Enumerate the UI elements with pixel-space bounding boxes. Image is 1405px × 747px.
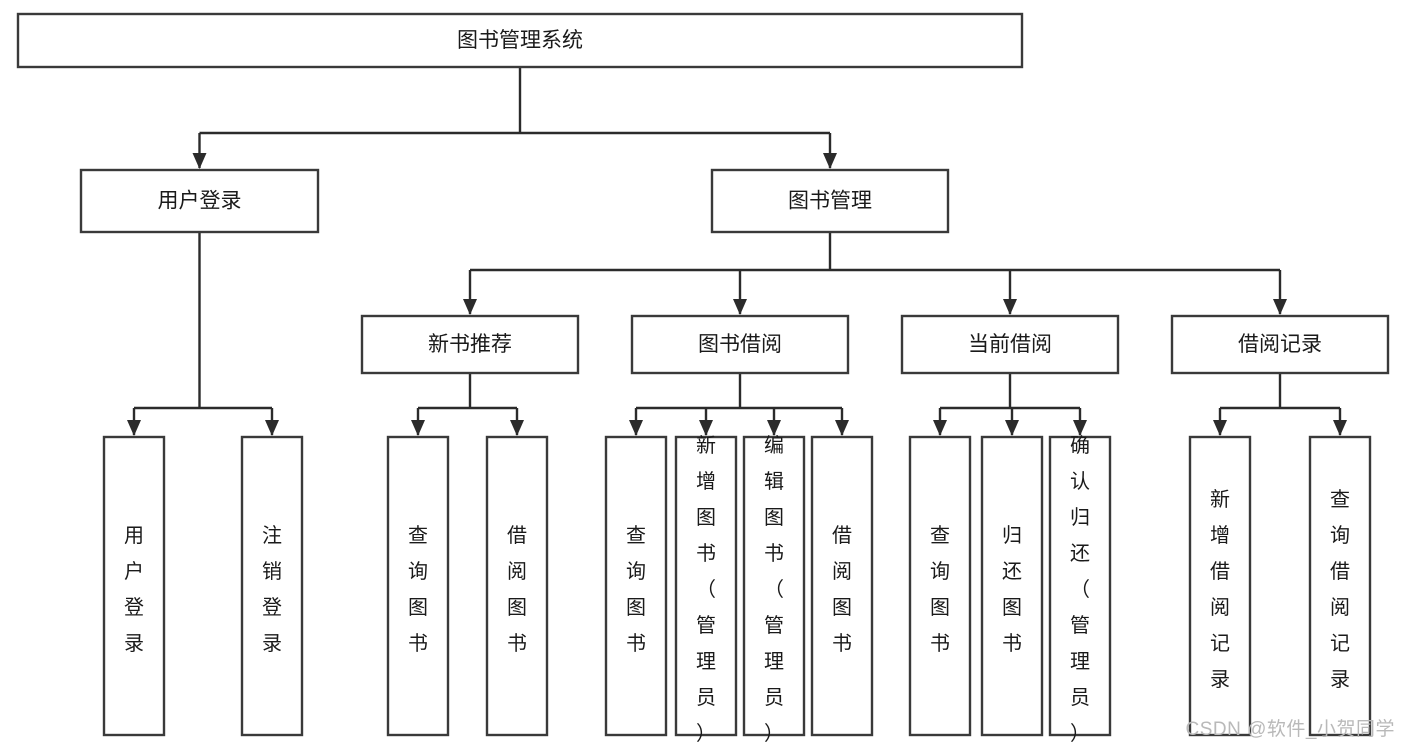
- node-label: 确认归还（管理员）: [1070, 434, 1090, 745]
- node-label: 新书推荐: [428, 333, 512, 356]
- node-leaf-10[interactable]: 确认归还（管理员）: [1048, 434, 1112, 745]
- node-leaf-2[interactable]: 查询图书: [386, 435, 450, 737]
- connector-layer: [127, 67, 1347, 436]
- node-label: 用户登录: [158, 190, 242, 213]
- node-label: 借阅图书: [832, 524, 852, 655]
- node-label: 用户登录: [124, 525, 144, 655]
- node-label: 新增借阅记录: [1210, 488, 1230, 691]
- node-level3-1[interactable]: 图书借阅: [630, 314, 850, 375]
- node-label: 借阅记录: [1238, 333, 1322, 356]
- node-level3-3[interactable]: 借阅记录: [1170, 314, 1390, 375]
- node-level2-1[interactable]: 图书管理: [710, 168, 950, 234]
- node-leaf-11[interactable]: 新增借阅记录: [1188, 435, 1252, 737]
- node-layer: 图书管理系统用户登录图书管理新书推荐图书借阅当前借阅借阅记录用户登录注销登录查询…: [16, 12, 1390, 745]
- node-level3-0[interactable]: 新书推荐: [360, 314, 580, 375]
- node-label: 注销登录: [262, 524, 282, 655]
- node-label: 当前借阅: [968, 333, 1052, 356]
- node-label: 图书借阅: [698, 333, 782, 356]
- node-leaf-9[interactable]: 归还图书: [980, 435, 1044, 737]
- node-leaf-6[interactable]: 编辑图书（管理员）: [742, 434, 806, 745]
- node-label: 归还图书: [1002, 524, 1022, 655]
- node-root-system[interactable]: 图书管理系统: [16, 12, 1024, 69]
- node-label: 查询图书: [408, 524, 428, 655]
- node-level2-0[interactable]: 用户登录: [79, 168, 320, 234]
- node-label: 借阅图书: [507, 524, 527, 655]
- node-leaf-4[interactable]: 查询图书: [604, 435, 668, 737]
- node-leaf-3[interactable]: 借阅图书: [485, 435, 549, 737]
- node-label: 新增图书（管理员）: [696, 434, 716, 745]
- node-leaf-7[interactable]: 借阅图书: [810, 435, 874, 737]
- node-leaf-8[interactable]: 查询图书: [908, 435, 972, 737]
- node-label: 查询借阅记录: [1330, 488, 1350, 691]
- node-label: 查询图书: [930, 524, 950, 655]
- node-leaf-5[interactable]: 新增图书（管理员）: [674, 434, 738, 745]
- node-label: 图书管理: [788, 190, 872, 213]
- node-leaf-1[interactable]: 注销登录: [240, 435, 304, 737]
- node-leaf-12[interactable]: 查询借阅记录: [1308, 435, 1372, 737]
- node-label: 图书管理系统: [457, 29, 583, 52]
- node-level3-2[interactable]: 当前借阅: [900, 314, 1120, 375]
- node-label: 查询图书: [626, 524, 646, 655]
- node-leaf-0[interactable]: 用户登录: [102, 435, 166, 737]
- node-label: 编辑图书（管理员）: [764, 434, 784, 745]
